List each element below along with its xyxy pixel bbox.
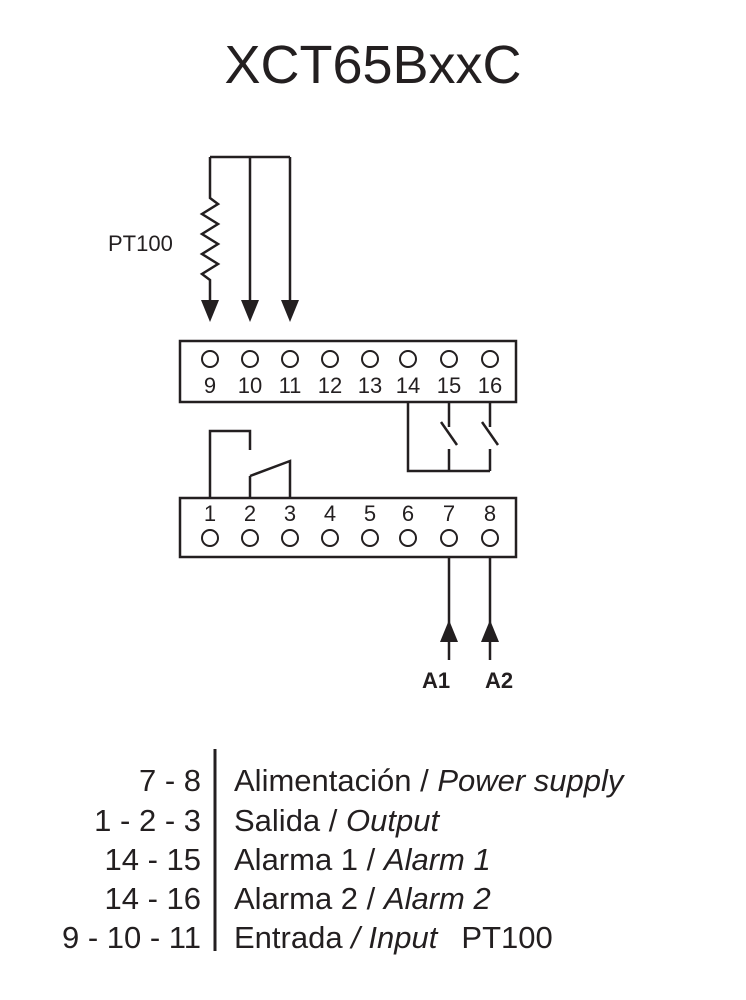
legend-english: Alarm 2 xyxy=(382,881,491,916)
legend-english: Output xyxy=(346,803,440,838)
alarm2-contact xyxy=(480,421,500,446)
legend-spanish: Salida / xyxy=(234,803,346,838)
terminal-4-screw xyxy=(321,529,339,547)
terminal-6-label: 6 xyxy=(402,501,414,526)
legend-spanish: Alarma 1 / xyxy=(234,842,384,877)
legend-description: Entrada / Input PT100 xyxy=(234,920,553,955)
legend-description: Salida / Output xyxy=(234,803,440,838)
terminal-5-label: 5 xyxy=(364,501,376,526)
terminal-5-screw xyxy=(361,529,379,547)
legend: 7 - 8 Alimentación / Power supply 1 - 2 - … xyxy=(62,763,626,955)
arrow-down-icon xyxy=(281,300,299,322)
terminal-9-screw xyxy=(201,350,219,368)
output-nc-wire xyxy=(208,429,252,498)
terminal-12-screw xyxy=(321,350,339,368)
diagram-title: XCT65BxxC xyxy=(224,35,521,95)
terminal-16-screw xyxy=(481,350,499,368)
legend-terminals: 7 - 8 xyxy=(139,763,201,798)
legend-terminals: 1 - 2 - 3 xyxy=(94,803,201,838)
terminal-13-label: 13 xyxy=(358,373,382,398)
legend-description: Alarma 2 / Alarm 2 xyxy=(234,881,491,916)
terminal-1-screw xyxy=(201,529,219,547)
terminal-7-label: 7 xyxy=(443,501,455,526)
legend-extra: PT100 xyxy=(461,920,552,955)
terminal-6-screw xyxy=(399,529,417,547)
legend-terminals: 14 - 16 xyxy=(104,881,201,916)
legend-terminals: 14 - 15 xyxy=(104,842,201,877)
legend-english: / Input xyxy=(349,920,439,955)
output-relay-contact xyxy=(208,429,292,498)
terminal-11-screw xyxy=(281,350,299,368)
legend-spanish: Alarma 2 / xyxy=(234,881,384,916)
terminal-9-label: 9 xyxy=(204,373,216,398)
legend-spanish: Entrada xyxy=(234,920,351,955)
pt100-label: PT100 xyxy=(108,231,173,256)
alarm-contacts xyxy=(406,402,500,473)
terminal-2-label: 2 xyxy=(244,501,256,526)
arrow-down-icon xyxy=(201,300,219,322)
terminal-1-label: 1 xyxy=(204,501,216,526)
output-contact-blade xyxy=(249,459,292,498)
alarm1-contact xyxy=(439,421,459,446)
terminal-14-screw xyxy=(399,350,417,368)
terminal-13-screw xyxy=(361,350,379,368)
legend-terminals: 9 - 10 - 11 xyxy=(62,920,201,955)
pt100-sensor-wiring xyxy=(199,155,292,312)
legend-english: Power supply xyxy=(437,763,626,798)
terminal-8-screw xyxy=(481,529,499,547)
legend-english: Alarm 1 xyxy=(382,842,491,877)
terminal-16-label: 16 xyxy=(478,373,502,398)
terminal-7-screw xyxy=(440,529,458,547)
bottom-terminal-block xyxy=(178,496,518,559)
arrow-up-icon xyxy=(481,620,499,642)
legend-description: Alarma 1 / Alarm 1 xyxy=(234,842,491,877)
alarm-common-wire xyxy=(406,402,490,473)
terminal-3-screw xyxy=(281,529,299,547)
terminal-10-label: 10 xyxy=(238,373,262,398)
pt100-resistor xyxy=(199,157,221,312)
legend-spanish: Alimentación / xyxy=(234,763,437,798)
terminal-15-screw xyxy=(440,350,458,368)
terminal-4-label: 4 xyxy=(324,501,336,526)
supply-label-a2: A2 xyxy=(485,668,513,693)
top-terminal-block xyxy=(178,339,518,404)
terminal-15-label: 15 xyxy=(437,373,461,398)
terminal-8-label: 8 xyxy=(484,501,496,526)
legend-description: Alimentación / Power supply xyxy=(234,763,626,798)
terminal-11-label: 11 xyxy=(279,373,302,398)
terminal-12-label: 12 xyxy=(318,373,342,398)
terminal-3-label: 3 xyxy=(284,501,296,526)
arrow-up-icon xyxy=(440,620,458,642)
terminal-10-screw xyxy=(241,350,259,368)
terminal-2-screw xyxy=(241,529,259,547)
supply-label-a1: A1 xyxy=(422,668,450,693)
terminal-14-label: 14 xyxy=(396,373,420,398)
arrow-down-icon xyxy=(241,300,259,322)
